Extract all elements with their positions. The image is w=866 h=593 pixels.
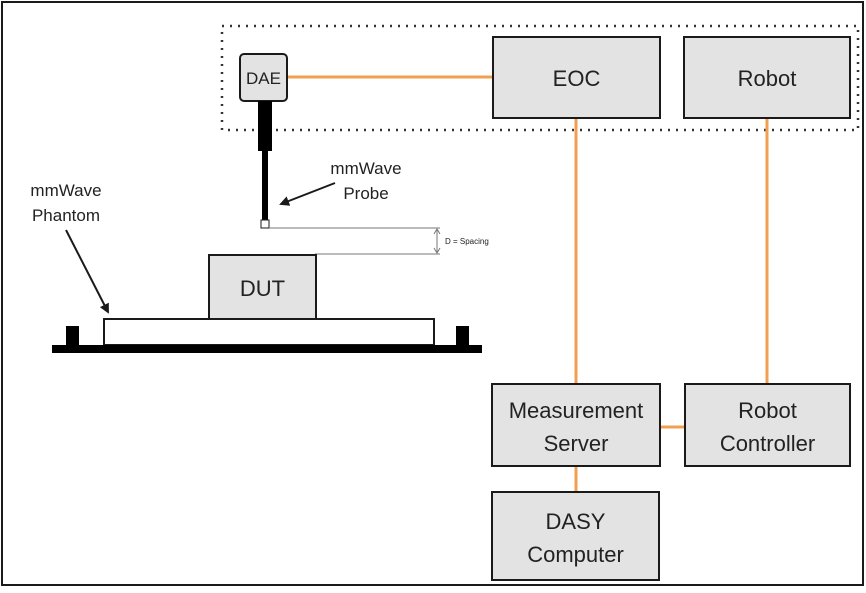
probe-shaft xyxy=(262,150,268,222)
measurement-server-label-line2: Server xyxy=(544,431,609,456)
phantom-label-line1: mmWave xyxy=(30,181,101,200)
spacing-arrow-up xyxy=(433,228,441,235)
dasy-computer-label-line1: DASY xyxy=(546,509,606,534)
dae-label: DAE xyxy=(246,69,281,88)
robot-rect xyxy=(683,36,851,119)
phantom-assembly xyxy=(52,318,482,353)
robot-controller-label-line2: Controller xyxy=(720,431,815,456)
dut-label: DUT xyxy=(240,276,285,301)
probe-label-line2: Probe xyxy=(343,184,388,203)
spacing-indicator xyxy=(269,227,441,255)
mmwave-probe xyxy=(258,101,272,229)
connectors xyxy=(288,75,769,492)
robot-controller-box: Robot Controller xyxy=(684,383,851,467)
eoc-label: EOC xyxy=(553,66,601,91)
dasy-computer-rect xyxy=(491,491,660,581)
robot-label: Robot xyxy=(738,66,797,91)
measurement-server-box: Measurement Server xyxy=(491,383,661,467)
base-post-left xyxy=(66,326,79,346)
eoc-rect xyxy=(492,36,661,119)
base-post-right xyxy=(456,326,469,346)
robot-box: Robot xyxy=(683,36,851,119)
eoc-box: EOC xyxy=(492,36,661,119)
dae-box: DAE xyxy=(239,53,288,102)
dasy-computer-box: DASY Computer xyxy=(491,491,660,581)
robot-controller-label-line1: Robot xyxy=(738,398,797,423)
spacing-arrow-down xyxy=(433,247,441,254)
measurement-server-label-line1: Measurement xyxy=(509,398,644,423)
dut-rect xyxy=(208,254,317,320)
dotted-region xyxy=(220,24,860,132)
phantom-arrow xyxy=(65,229,109,314)
phantom-body xyxy=(103,318,435,346)
probe-upper-body xyxy=(258,101,272,151)
dasy-computer-label-line2: Computer xyxy=(527,542,624,567)
probe-arrow xyxy=(279,182,336,206)
robot-controller-rect xyxy=(684,383,851,467)
spacing-label: D = Spacing xyxy=(445,237,489,246)
measurement-server-rect xyxy=(491,383,661,467)
dut-box: DUT xyxy=(208,254,317,320)
probe-tip xyxy=(260,219,270,229)
phantom-base xyxy=(52,345,482,353)
phantom-label-line2: Phantom xyxy=(32,206,100,225)
probe-label-line1: mmWave xyxy=(330,159,401,178)
